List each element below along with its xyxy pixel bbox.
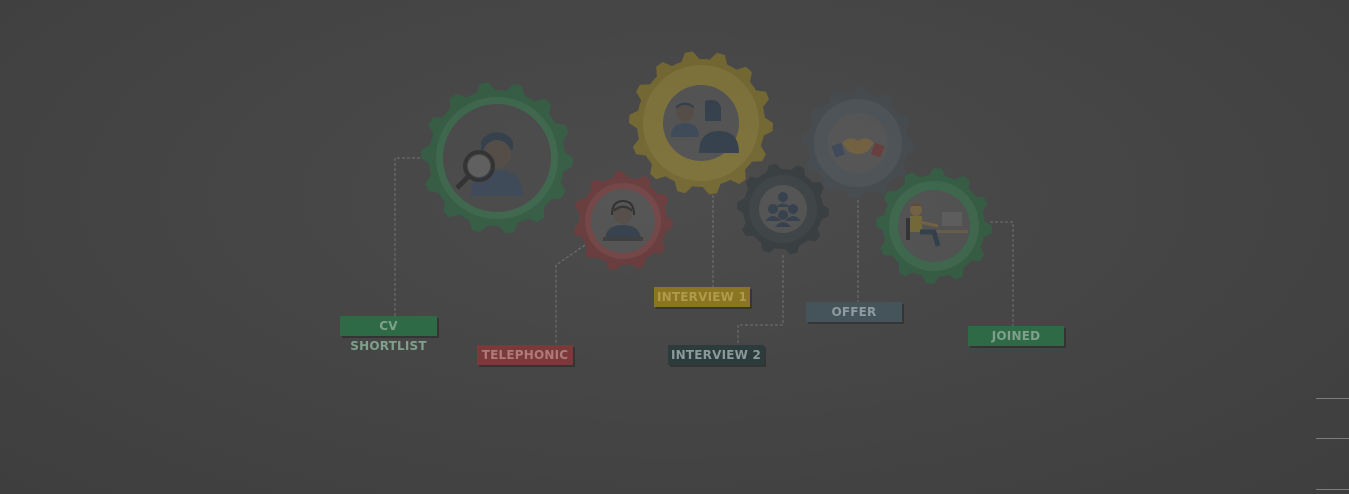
slider-nav-line[interactable] xyxy=(1316,438,1349,439)
connectors xyxy=(394,157,1014,345)
connector-tel xyxy=(555,244,586,345)
connector-int2 xyxy=(737,255,784,345)
gear-joined xyxy=(876,168,992,284)
slider-nav-line[interactable] xyxy=(1316,398,1349,399)
gear-interview-1 xyxy=(629,51,773,195)
connector-joined xyxy=(990,221,1014,326)
person-magnifier-icon xyxy=(455,132,523,196)
headset-agent-icon xyxy=(603,199,643,241)
gear-cv-shortlist xyxy=(421,82,573,234)
person-at-desk-icon xyxy=(906,203,968,247)
label-telephonic: TELEPHONIC xyxy=(477,345,573,365)
two-people-icon xyxy=(671,99,739,153)
label-joined: JOINED xyxy=(968,326,1064,346)
label-cv-shortlist: CV SHORTLIST xyxy=(340,316,437,353)
label-interview-2: INTERVIEW 2 xyxy=(668,345,764,365)
gear-offer xyxy=(802,87,914,199)
connector-cv xyxy=(394,157,420,316)
slider-nav-line[interactable] xyxy=(1316,489,1349,490)
gear-interview-2 xyxy=(737,163,829,255)
label-interview-1: INTERVIEW 1 xyxy=(654,287,750,307)
label-offer: OFFER xyxy=(806,302,902,322)
handshake-icon xyxy=(831,138,885,158)
gear-telephonic xyxy=(573,171,673,271)
group-people-icon xyxy=(765,192,801,227)
